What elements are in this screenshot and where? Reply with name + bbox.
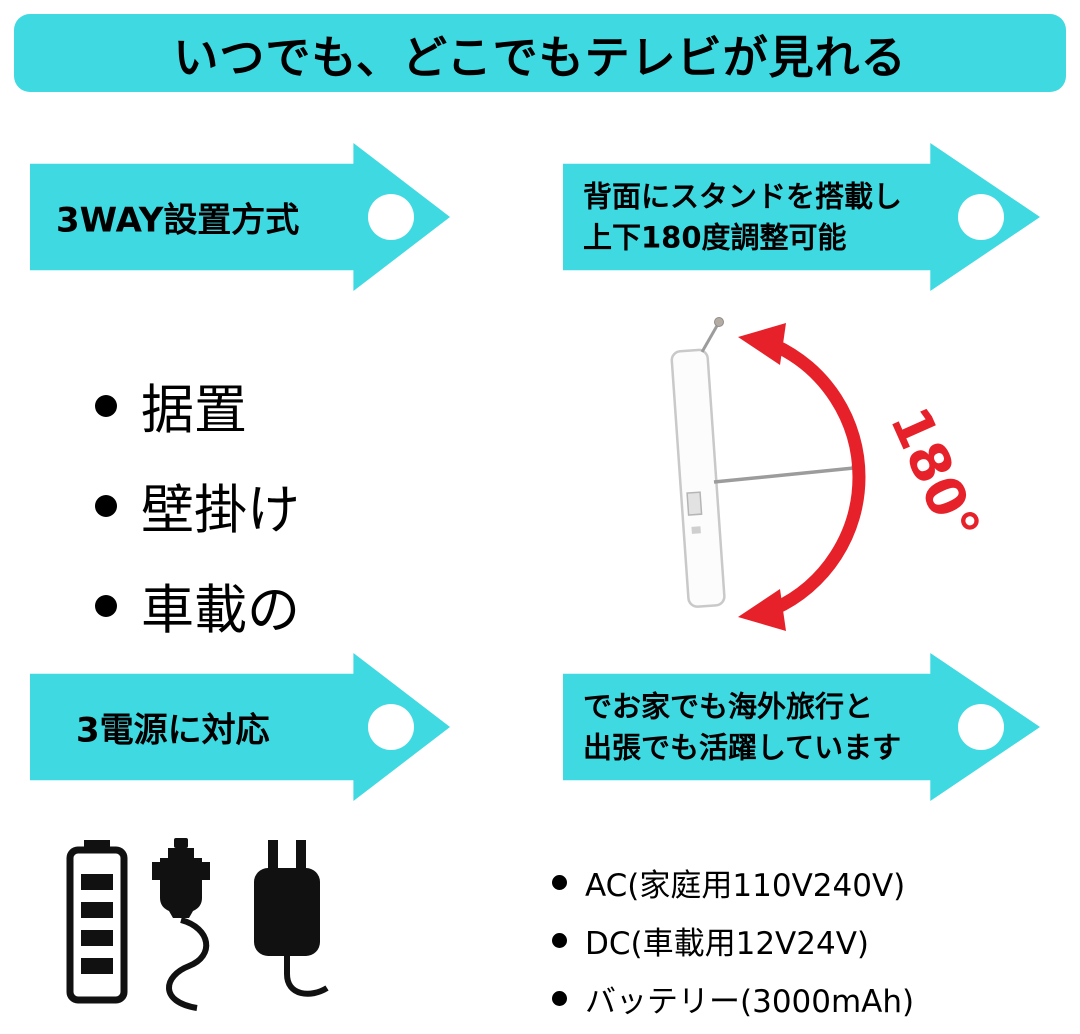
feature-arrow-power: 3電源に対応	[30, 653, 450, 801]
travel-label-line1: でお家でも海外旅行と	[583, 689, 874, 724]
bullet-dot-icon	[95, 595, 117, 617]
list-item: DC(車載用12V24V)	[552, 918, 914, 963]
power-source-icons	[66, 838, 329, 1011]
antenna-out-icon	[713, 461, 863, 484]
feature-arrow-3way-label: 3WAY設置方式	[56, 200, 300, 241]
header-title: いつでも、どこでもテレビが見れる	[173, 30, 907, 84]
stand-label-line2: 上下180度調整可能	[583, 220, 847, 254]
feature-arrow-travel: でお家でも海外旅行と 出張でも活躍しています	[563, 653, 1040, 801]
header-banner: いつでも、どこでもテレビが見れる	[14, 14, 1066, 92]
feature-arrow-travel-label: でお家でも海外旅行と 出張でも活躍しています	[583, 686, 901, 767]
bullet-dot-icon	[552, 875, 567, 890]
install-option-label: 据置	[141, 380, 247, 441]
arrow-circle	[958, 194, 1004, 240]
bullet-dot-icon	[95, 495, 117, 517]
install-option-label: 車載の	[141, 580, 300, 641]
power-option-label: AC(家庭用110V240V)	[585, 868, 906, 904]
feature-arrow-power-label: 3電源に対応	[76, 710, 270, 751]
power-options-list: AC(家庭用110V240V) DC(車載用12V24V) バッテリー(3000…	[552, 860, 914, 1034]
rotation-arc-icon	[738, 323, 866, 631]
bullet-dot-icon	[95, 395, 117, 417]
power-option-label: DC(車載用12V24V)	[585, 926, 870, 962]
battery-icon	[66, 840, 128, 1004]
install-option-label: 壁掛け	[141, 480, 300, 541]
install-options-list: 据置 壁掛け 車載の	[95, 368, 300, 668]
bullet-dot-icon	[552, 991, 567, 1006]
list-item: 据置	[95, 368, 300, 444]
rotation-degree-label: 180°	[878, 398, 992, 551]
tv-panel-side-view	[670, 348, 726, 608]
travel-label-line2: 出張でも活躍しています	[583, 730, 902, 764]
bullet-dot-icon	[552, 933, 567, 948]
list-item: 車載の	[95, 568, 300, 644]
list-item: バッテリー(3000mAh)	[552, 976, 914, 1021]
arrow-circle	[958, 704, 1004, 750]
sd-slot-icon	[691, 526, 701, 534]
antenna-up-icon	[700, 317, 724, 353]
usb-port-icon	[686, 491, 703, 516]
ac-adapter-icon	[254, 840, 329, 997]
car-charger-icon	[152, 838, 210, 1011]
arrow-circle	[368, 704, 414, 750]
list-item: 壁掛け	[95, 468, 300, 544]
feature-arrow-stand-label: 背面にスタンドを搭載し 上下180度調整可能	[583, 176, 902, 257]
list-item: AC(家庭用110V240V)	[552, 860, 914, 905]
feature-arrow-stand: 背面にスタンドを搭載し 上下180度調整可能	[563, 143, 1040, 291]
feature-arrow-3way: 3WAY設置方式	[30, 143, 450, 291]
power-option-label: バッテリー(3000mAh)	[585, 984, 915, 1020]
stand-label-line1: 背面にスタンドを搭載し	[583, 179, 903, 214]
arrow-circle	[368, 194, 414, 240]
monitor-rotation-illustration: 180°	[670, 317, 992, 631]
